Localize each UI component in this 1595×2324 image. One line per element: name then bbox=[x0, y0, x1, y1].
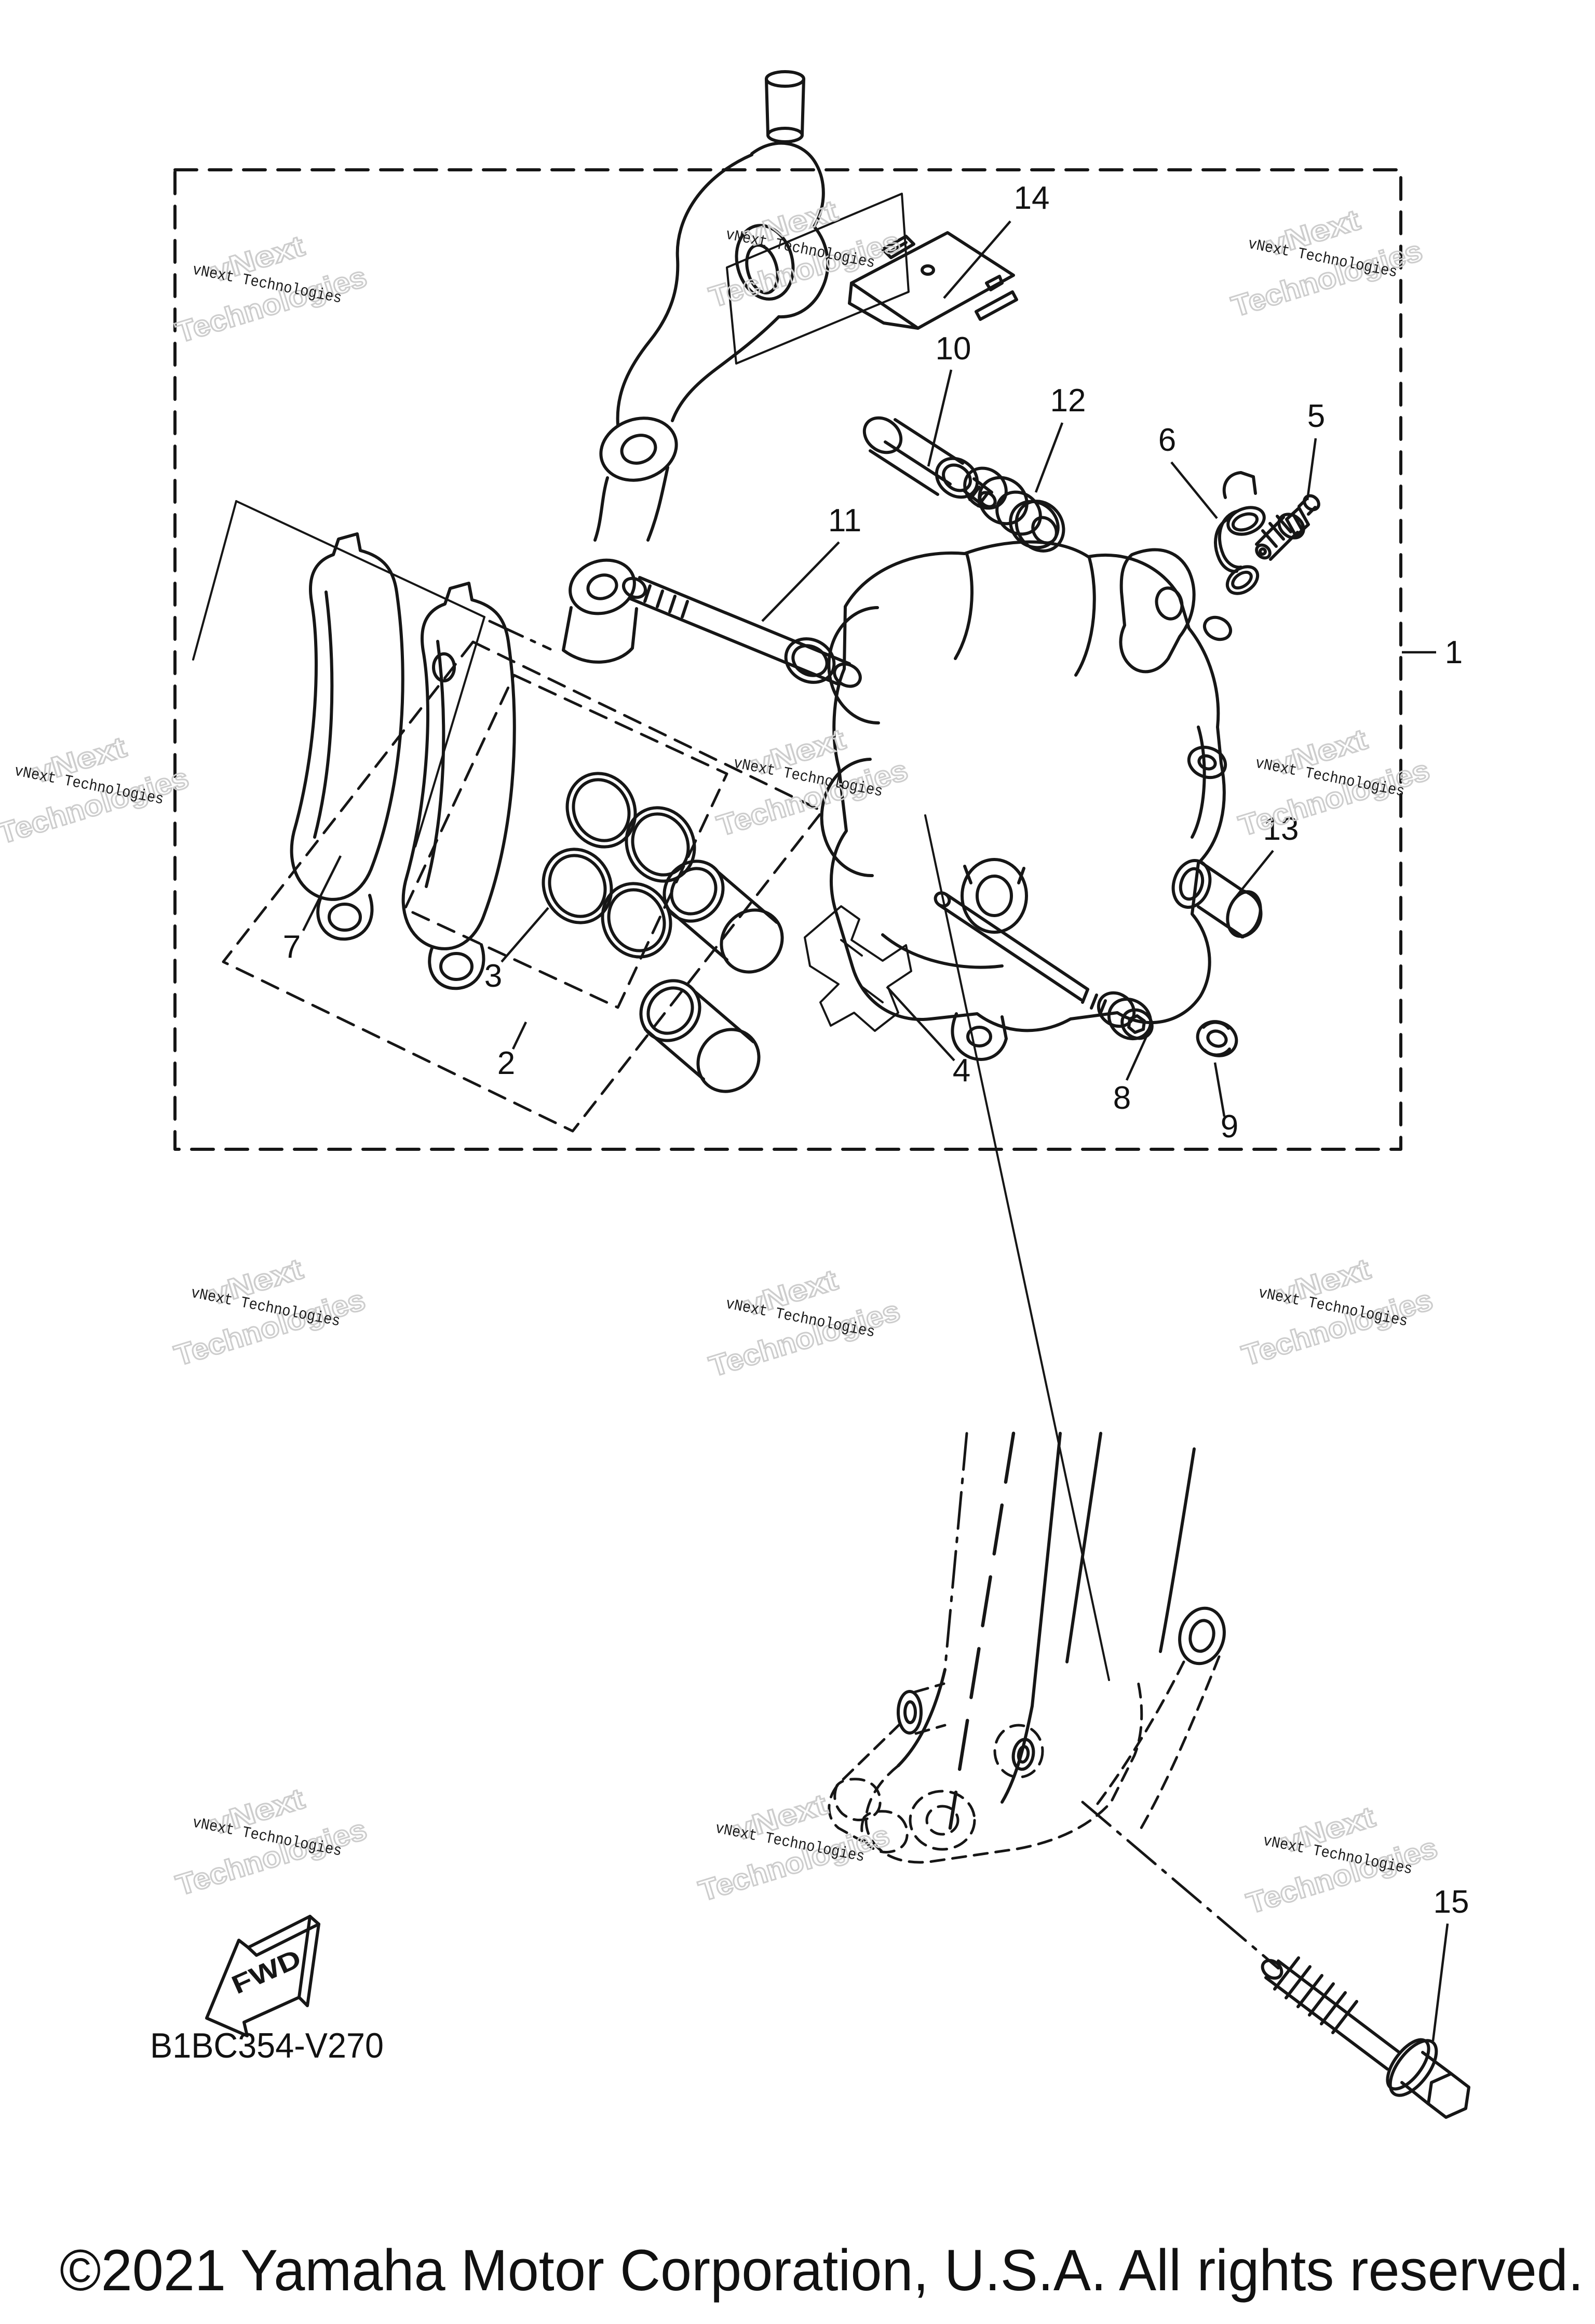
leader-lines bbox=[302, 220, 1449, 2041]
retaining-clip-6 bbox=[1214, 471, 1266, 595]
part-label-12: 12 bbox=[1050, 383, 1086, 419]
pad-retainer-14 bbox=[848, 231, 1018, 330]
part-label-11: 11 bbox=[828, 503, 861, 539]
part-label-6: 6 bbox=[1158, 422, 1176, 458]
diagram-code: B1BC354-V270 bbox=[150, 2026, 384, 2065]
part-label-3: 3 bbox=[484, 958, 502, 994]
pad-backdrop-panel bbox=[192, 500, 552, 848]
part-label-13: 13 bbox=[1263, 811, 1299, 847]
part-labels: 1 2 3 4 5 6 7 8 9 10 11 12 13 14 15 bbox=[283, 180, 1469, 1920]
pad-pin-11 bbox=[621, 576, 862, 688]
part-label-1: 1 bbox=[1445, 635, 1463, 670]
part-label-8: 8 bbox=[1113, 1080, 1131, 1116]
part-label-7: 7 bbox=[283, 929, 301, 965]
fwd-arrow: FWD bbox=[205, 1915, 320, 2037]
part-label-10: 10 bbox=[936, 331, 971, 367]
flange-bolt-15 bbox=[1261, 1956, 1470, 2119]
seal-kit-box-3 bbox=[403, 674, 728, 1009]
washer-9 bbox=[1196, 1020, 1238, 1057]
pad-pin-bolt-10 bbox=[862, 416, 997, 508]
bleed-screw-5 bbox=[1255, 494, 1320, 561]
part-label-9: 9 bbox=[1221, 1109, 1238, 1145]
part-label-2: 2 bbox=[497, 1045, 515, 1081]
piston-kit-box-2 bbox=[222, 640, 824, 1133]
caliper-bolt-8 bbox=[934, 891, 1154, 1041]
caliper-pistons-2 bbox=[639, 859, 784, 1093]
assembly-line bbox=[924, 814, 1110, 1681]
fork-leg bbox=[828, 1431, 1280, 1970]
pad-spring-4 bbox=[804, 905, 912, 1032]
brake-pads-7 bbox=[290, 532, 515, 988]
copyright-text: ©2021 Yamaha Motor Corporation, U.S.A. A… bbox=[60, 2238, 1584, 2303]
pad-retainer-panel bbox=[726, 193, 910, 365]
caliper-bracket bbox=[562, 70, 830, 664]
assembly-dashed-box bbox=[173, 168, 1402, 1151]
pin-boot-12 bbox=[963, 466, 1065, 553]
part-label-5: 5 bbox=[1307, 398, 1325, 434]
caliper-body bbox=[820, 540, 1233, 1061]
part-label-4: 4 bbox=[953, 1053, 970, 1089]
part-label-15: 15 bbox=[1434, 1884, 1469, 1920]
pin-bushing-13 bbox=[1171, 859, 1263, 938]
part-label-14: 14 bbox=[1014, 180, 1050, 216]
